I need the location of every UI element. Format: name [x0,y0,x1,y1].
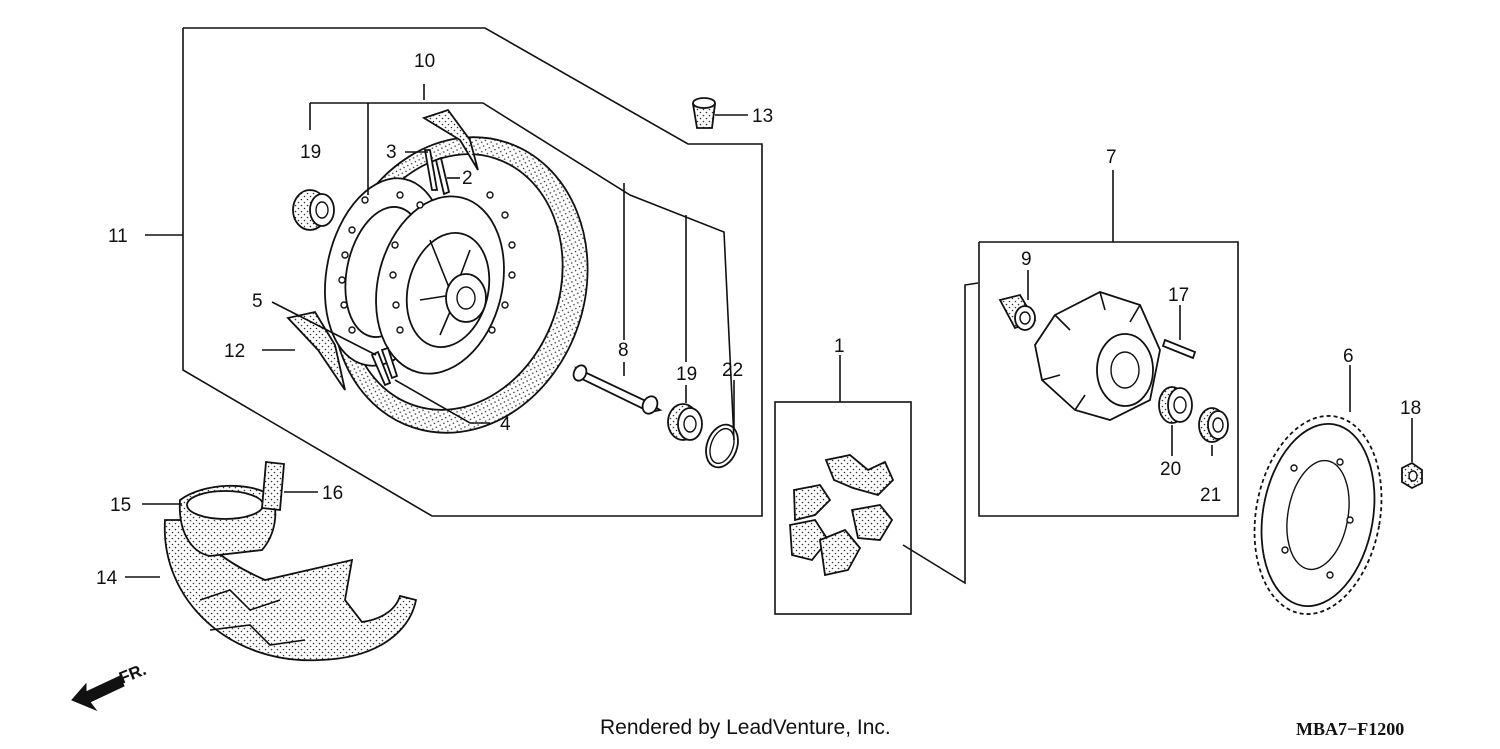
stud-bolt-17 [1161,338,1197,360]
callout-19-right: 19 [676,364,697,385]
callout-5: 5 [252,291,263,312]
hub-frame [978,241,1239,517]
credit-text: Rendered by LeadVenture, Inc. [600,716,891,739]
callout-11: 11 [108,226,128,247]
callout-18: 18 [1400,398,1421,419]
callout-7: 7 [1106,147,1117,168]
callout-8: 8 [618,340,629,361]
collar-8 [572,364,663,415]
rim-band-16 [261,461,285,511]
front-indicator-label: FR. [116,660,149,688]
o-ring-22 [705,423,739,469]
callout-6: 6 [1343,346,1354,367]
callout-10: 10 [414,51,435,72]
bearing-19-left [292,189,335,231]
sprocket-6 [1253,415,1383,615]
wheel-assembly-frame [182,27,763,517]
callout-22: 22 [722,360,743,381]
bearing-20 [1158,386,1193,424]
damper-set-1 [789,454,895,577]
damper-frame [774,401,912,615]
callout-1: 1 [834,336,845,357]
valve-cap-13 [691,97,717,129]
callout-3: 3 [386,142,397,163]
hub-flange-7 [1034,291,1161,421]
connector-lines [902,282,979,585]
callout-14: 14 [96,568,118,589]
oil-seal-21 [1198,407,1229,443]
collar-9 [998,293,1037,331]
diagram-code: MBA7−F1200 [1296,719,1405,739]
callout-20: 20 [1160,459,1181,480]
callout-16: 16 [322,483,343,504]
tire-14 [163,519,418,662]
callout-17: 17 [1168,285,1189,306]
callout-19-left: 19 [300,142,321,163]
callout-2: 2 [462,168,473,189]
callout-13: 13 [752,106,773,127]
callout-9: 9 [1021,249,1032,270]
bearing-19-right [667,403,703,441]
callout-4: 4 [500,414,511,435]
nut-18 [1401,461,1423,490]
rear-wheel [286,108,589,434]
callout-21: 21 [1200,485,1221,506]
tube-15 [178,484,277,557]
front-direction-arrow-icon: FR. [71,660,149,712]
leader-lines [125,84,1413,578]
disc-holes [338,191,516,334]
callout-12: 12 [224,341,245,362]
callout-labels: 10 19 3 2 11 5 12 4 13 8 19 22 1 7 9 17 … [96,51,1421,589]
callout-15: 15 [110,495,131,516]
